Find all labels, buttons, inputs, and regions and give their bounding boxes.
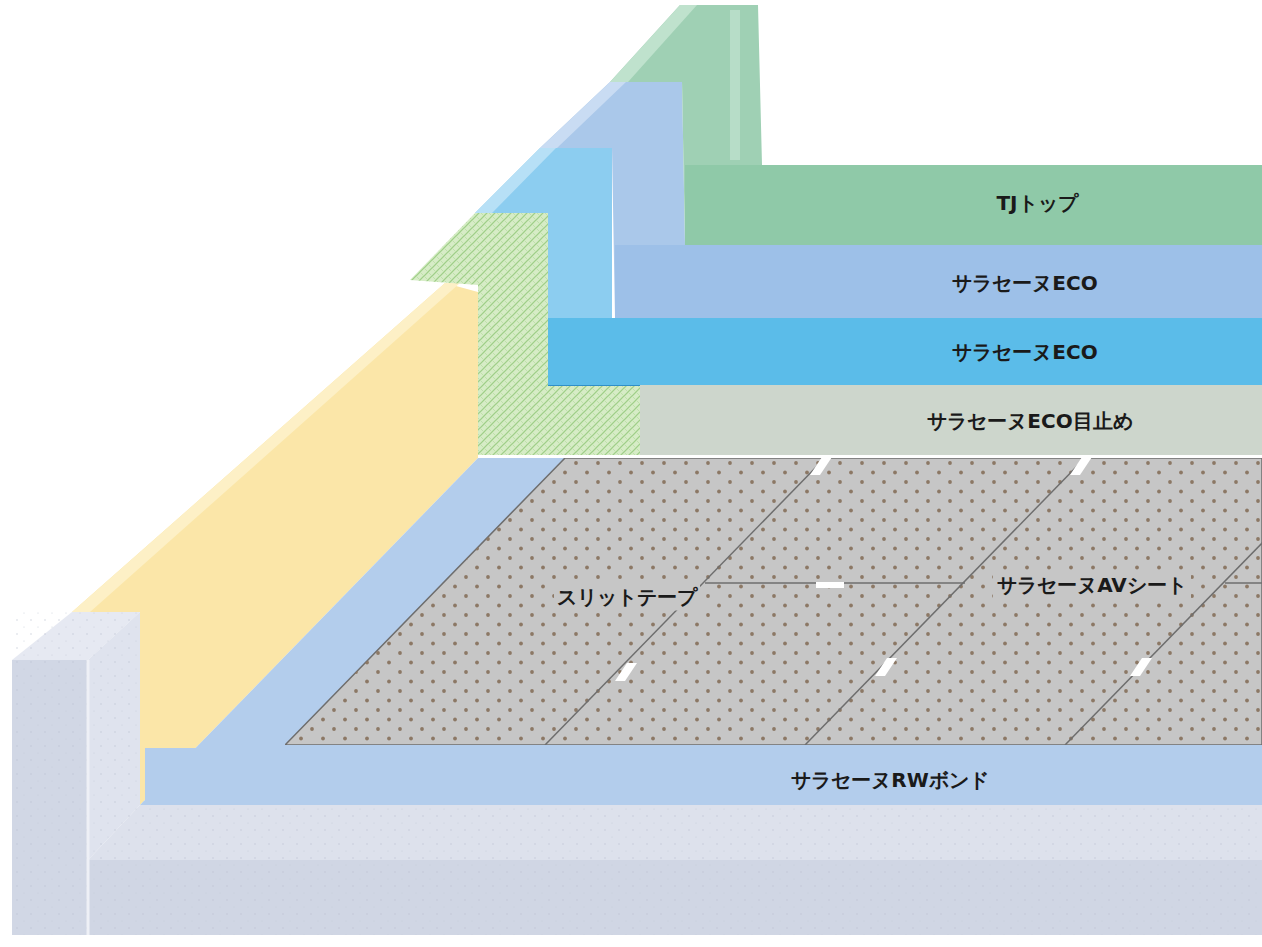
layer-label: サラセーヌAVシート <box>997 572 1187 599</box>
sheet-outline <box>285 458 1262 745</box>
seam-line <box>1225 582 1262 584</box>
concrete-edge <box>87 660 90 935</box>
layer-label: サラセーヌECO目止め <box>927 408 1132 435</box>
eco-upper-rim <box>540 82 626 148</box>
callout-label: スリットテープ <box>554 584 700 611</box>
seam-line <box>545 458 825 745</box>
sheet-layer: サラセーヌAVシート <box>285 458 1262 745</box>
slit-tape <box>1130 658 1152 676</box>
slit-tape <box>875 658 897 676</box>
slit-tape <box>1070 458 1092 475</box>
seam-line <box>805 458 1085 745</box>
slit-tape <box>615 663 637 681</box>
tj-top-highlight <box>730 10 740 160</box>
slit-tape <box>816 582 844 588</box>
seam-line <box>1065 458 1262 745</box>
layer-label: サラセーヌECO <box>952 339 1097 366</box>
layer-label: サラセーヌRWボンド <box>791 767 988 794</box>
layer-label: TJトップ <box>996 190 1077 217</box>
sheet-fill <box>285 458 1262 745</box>
tj-top-rim <box>610 5 697 82</box>
layer-label: サラセーヌECO <box>952 270 1097 297</box>
layer-band: サラセーヌRWボンド <box>145 748 1262 805</box>
eco-lower-rim <box>475 148 556 213</box>
sheet-dots <box>285 458 1262 745</box>
layer-band: サラセーヌECO目止め <box>640 385 1262 455</box>
slit-tape <box>810 458 832 475</box>
layer-band: TJトップ <box>685 165 1262 245</box>
layer-band: サラセーヌECO <box>548 318 1262 385</box>
bond-layer <box>140 458 1262 805</box>
layer-band: サラセーヌECO <box>615 245 1262 318</box>
